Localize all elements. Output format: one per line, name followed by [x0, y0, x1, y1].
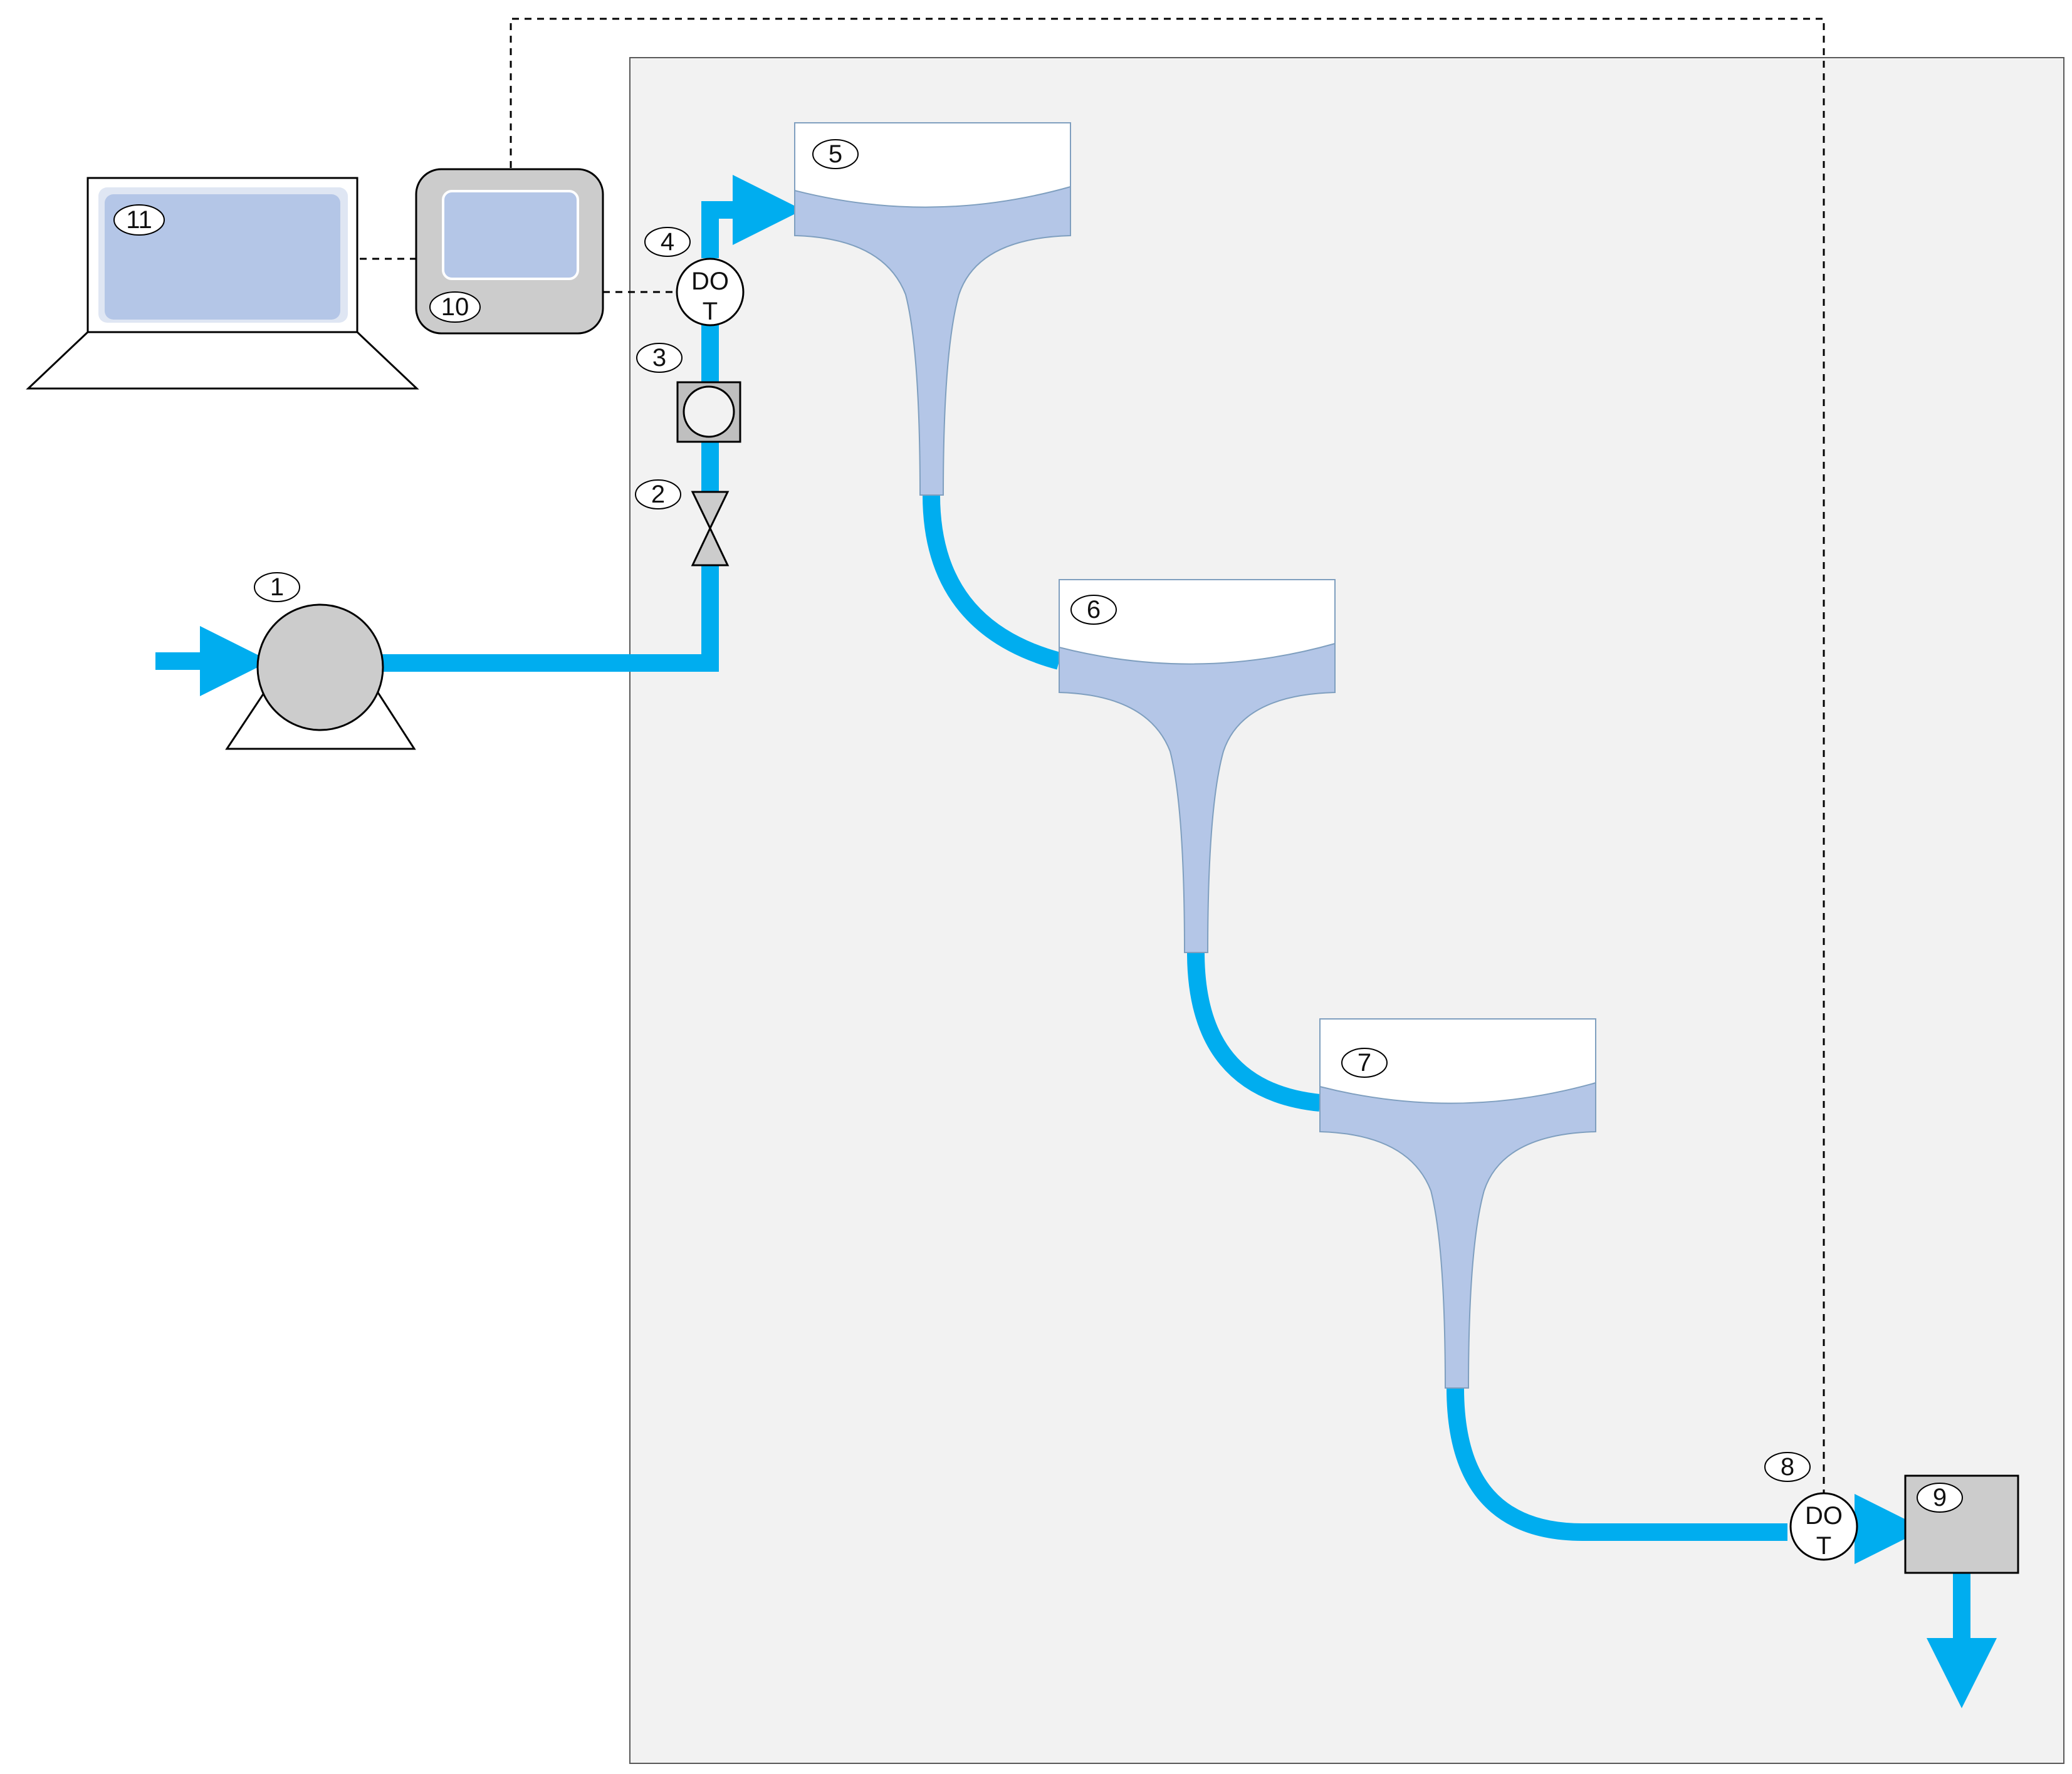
pipe-stage2-to-stage3: [1187, 952, 1321, 1112]
callout-outlet-sensor: 8: [1764, 1452, 1811, 1482]
callout-valve: 2: [635, 479, 681, 509]
valve-bottom: [691, 526, 730, 566]
laptop: [26, 177, 419, 390]
callout-collection-box-text: 9: [1933, 1484, 1947, 1511]
stage-tank-2: [1059, 579, 1336, 953]
callout-collection-box: 9: [1917, 1483, 1963, 1513]
flow-meter-dial: [683, 385, 735, 438]
outlet-sensor-t-text: T: [1816, 1532, 1831, 1560]
callout-flow-meter: 3: [636, 343, 683, 373]
callout-stage-2-text: 6: [1087, 596, 1101, 624]
signal-lines: [360, 18, 1825, 1495]
pipe-stage3-to-outlet: [1447, 1387, 1787, 1541]
callout-stage-1: 5: [812, 139, 859, 169]
callout-outlet-sensor-text: 8: [1781, 1453, 1794, 1481]
callout-inlet-sensor-text: 4: [661, 228, 674, 256]
callout-stage-3-text: 7: [1358, 1049, 1371, 1077]
callout-stage-1-text: 5: [829, 140, 842, 168]
callout-pump-text: 1: [270, 573, 284, 601]
pump: [225, 603, 416, 750]
pipe-sensor-to-stage1: [701, 175, 803, 258]
inlet-sensor-do-text: DO: [691, 268, 729, 295]
pipe-pump-to-valve: [376, 564, 719, 672]
callout-stage-3: 7: [1341, 1048, 1388, 1078]
callout-controller: 10: [429, 291, 481, 323]
inlet-sensor-t-text: T: [703, 298, 718, 325]
callouts: 1 2 3 4 5 6 7 8: [113, 139, 1963, 1513]
outlet-sensor-do-text: DO: [1805, 1502, 1843, 1530]
outlet-sensor: DO T: [1789, 1492, 1858, 1561]
callout-flow-meter-text: 3: [652, 344, 666, 372]
pipes: [155, 175, 1997, 1708]
inlet-sensor: DO T: [676, 258, 745, 326]
enclosure: [629, 57, 2064, 1764]
callout-valve-text: 2: [651, 481, 665, 508]
pipe-stage1-to-stage2: [923, 494, 1062, 670]
laptop-base: [26, 331, 419, 390]
callout-pump: 1: [254, 572, 300, 602]
callout-stage-2: 6: [1070, 595, 1117, 625]
valve: [691, 491, 730, 566]
flow-meter: [676, 381, 741, 443]
callout-laptop: 11: [113, 204, 165, 236]
signal-line-controller-outlet-sensor: [510, 18, 1825, 1495]
valve-top: [691, 491, 730, 531]
callout-inlet-sensor: 4: [644, 227, 691, 257]
pump-body: [256, 603, 384, 731]
callout-controller-text: 10: [441, 293, 469, 321]
callout-laptop-text: 11: [126, 206, 152, 234]
controller-screen: [442, 190, 579, 280]
